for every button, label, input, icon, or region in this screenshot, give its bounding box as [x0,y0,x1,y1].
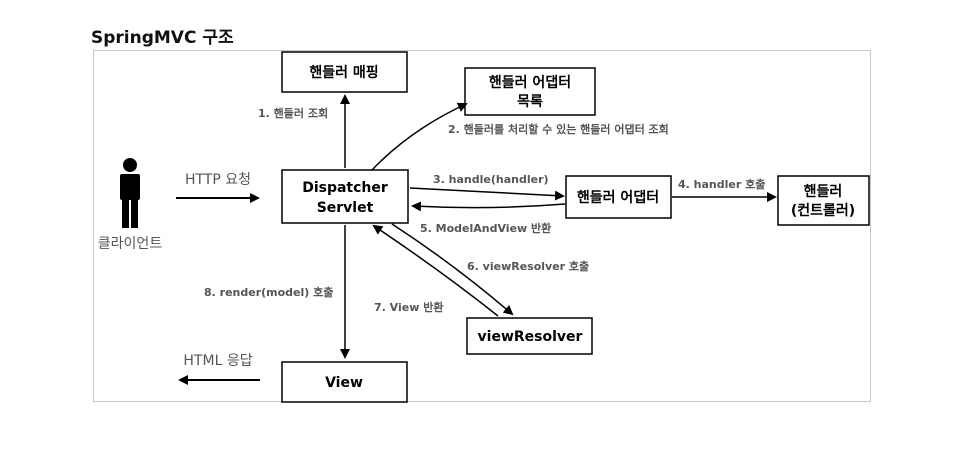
arrow-step-3 [409,187,565,201]
step-4-label: 4. handler 호출 [678,177,765,191]
step-1-label: 1. 핸들러 조회 [258,106,328,120]
adapter-list-line1: 핸들러 어댑터 [489,74,571,91]
step-2-label: 2. 핸들러를 처리할 수 있는 핸들러 어댑터 조회 [448,122,669,136]
diagram-title: SpringMVC 구조 [91,28,234,48]
dispatcher-line1: Dispatcher [302,180,388,196]
step-5-label: 5. ModelAndView 반환 [420,221,551,235]
arrow-step-2 [371,102,468,171]
view-box: View [281,361,408,403]
response-label: HTML 응답 [183,353,252,369]
handler-box: 핸들러 (컨트롤러) [777,175,870,226]
adapter-list-line2: 목록 [517,94,543,110]
request-label: HTTP 요청 [185,172,251,188]
handler-line2: (컨트롤러) [791,202,855,219]
step-6-label: 6. viewResolver 호출 [467,259,589,273]
handler-line1: 핸들러 [804,184,843,200]
view-resolver-label: viewResolver [478,329,583,345]
handler-mapping-label: 핸들러 매핑 [309,64,378,81]
arrow-step-6 [391,223,514,316]
view-resolver-box: viewResolver [466,317,593,355]
adapter-list-box: 핸들러 어댑터 목록 [464,67,596,116]
handler-mapping-box: 핸들러 매핑 [281,51,408,93]
dispatcher-line2: Servlet [317,200,374,216]
client-person-icon [120,158,140,228]
step-8-label: 8. render(model) 호출 [204,285,333,299]
step-7-label: 7. View 반환 [374,300,443,314]
dispatcher-servlet-box: Dispatcher Servlet [281,169,409,224]
view-label: View [325,375,363,391]
arrow-step-5 [411,201,566,212]
client-label: 클라이언트 [98,236,163,252]
handler-adapter-label: 핸들러 어댑터 [577,189,659,206]
step-3-label: 3. handle(handler) [433,173,549,186]
arrow-step-7 [372,224,499,317]
diagram-frame [93,50,871,402]
handler-adapter-box: 핸들러 어댑터 [565,175,672,219]
